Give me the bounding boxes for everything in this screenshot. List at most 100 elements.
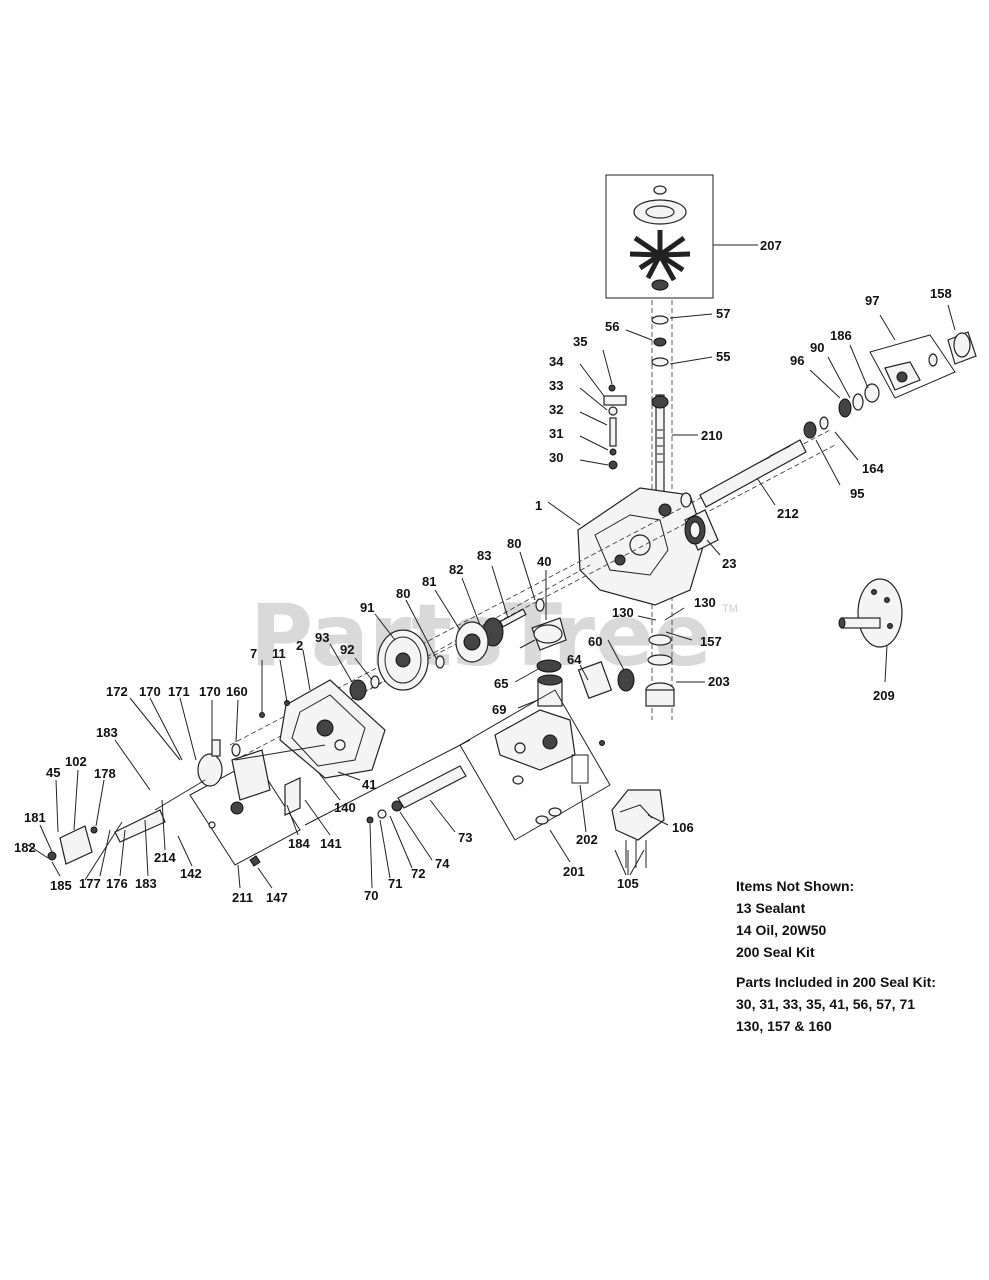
label-130-right: 130 <box>694 595 716 610</box>
label-95: 95 <box>850 486 864 501</box>
label-160: 160 <box>226 684 248 699</box>
label-64: 64 <box>567 652 582 667</box>
label-33: 33 <box>549 378 563 393</box>
watermark-trademark: TM <box>722 603 738 615</box>
label-212: 212 <box>777 506 799 521</box>
label-96: 96 <box>790 353 804 368</box>
seal-kit-heading: Parts Included in 200 Seal Kit: <box>736 974 936 990</box>
label-176: 176 <box>106 876 128 891</box>
label-214: 214 <box>154 850 176 865</box>
label-97: 97 <box>865 293 879 308</box>
label-31: 31 <box>549 426 563 441</box>
bearing-23[interactable] <box>684 509 719 551</box>
label-105: 105 <box>617 876 639 891</box>
label-185: 185 <box>50 878 72 893</box>
part-labels: 207 57 56 55 35 34 33 32 31 30 210 97 15… <box>14 238 952 905</box>
label-183-bottom: 183 <box>135 876 157 891</box>
label-203: 203 <box>708 674 730 689</box>
items-not-shown-heading: Items Not Shown: <box>736 878 855 894</box>
label-201: 201 <box>563 864 585 879</box>
label-71: 71 <box>388 876 402 891</box>
check-valve-stack[interactable] <box>603 384 627 470</box>
label-202: 202 <box>576 832 598 847</box>
label-184: 184 <box>288 836 310 851</box>
label-80-mid: 80 <box>396 586 410 601</box>
label-82: 82 <box>449 562 463 577</box>
label-80-top: 80 <box>507 536 521 551</box>
fan-pulley-assembly[interactable] <box>605 174 714 299</box>
label-72: 72 <box>411 866 425 881</box>
label-65: 65 <box>494 676 508 691</box>
label-207: 207 <box>760 238 782 253</box>
label-172: 172 <box>106 684 128 699</box>
label-23: 23 <box>722 556 736 571</box>
label-81: 81 <box>422 574 436 589</box>
label-69: 69 <box>492 702 506 717</box>
control-linkage[interactable] <box>47 739 326 881</box>
label-158: 158 <box>930 286 952 301</box>
label-1: 1 <box>535 498 542 513</box>
differential-assembly[interactable] <box>519 617 635 707</box>
label-70: 70 <box>364 888 378 903</box>
label-102: 102 <box>65 754 87 769</box>
gear-train[interactable] <box>349 564 591 701</box>
label-209: 209 <box>873 688 895 703</box>
not-shown-item-200: 200 Seal Kit <box>736 944 815 960</box>
label-211: 211 <box>232 890 253 905</box>
label-35: 35 <box>573 334 587 349</box>
label-106: 106 <box>672 820 694 835</box>
label-74: 74 <box>435 856 450 871</box>
label-182: 182 <box>14 840 36 855</box>
label-11: 11 <box>272 646 286 661</box>
label-177: 177 <box>79 876 101 891</box>
label-73: 73 <box>458 830 472 845</box>
label-57: 57 <box>716 306 730 321</box>
label-157: 157 <box>700 634 722 649</box>
label-142: 142 <box>180 866 202 881</box>
leader-lines <box>27 244 956 889</box>
not-shown-item-13: 13 Sealant <box>736 900 806 916</box>
center-section[interactable] <box>459 689 611 841</box>
label-170-right: 170 <box>199 684 221 699</box>
label-56: 56 <box>605 319 619 334</box>
label-147: 147 <box>266 890 288 905</box>
notes-spacer <box>736 963 976 971</box>
label-93: 93 <box>315 630 329 645</box>
label-183-top: 183 <box>96 725 118 740</box>
label-140: 140 <box>334 800 356 815</box>
label-83: 83 <box>477 548 491 563</box>
seal-kit-list-line-2: 130, 157 & 160 <box>736 1018 832 1034</box>
seal-kit-list-line-1: 30, 31, 33, 35, 41, 56, 57, 71 <box>736 996 916 1012</box>
cover-106[interactable] <box>611 789 665 868</box>
label-171: 171 <box>168 684 190 699</box>
side-cover[interactable] <box>259 679 386 779</box>
input-shaft[interactable] <box>645 300 675 720</box>
label-40: 40 <box>537 554 551 569</box>
wheel-hub-209[interactable] <box>838 578 903 648</box>
label-141: 141 <box>320 836 342 851</box>
label-41: 41 <box>362 777 376 792</box>
label-32: 32 <box>549 402 563 417</box>
notes-panel: Items Not Shown: 13 Sealant 14 Oil, 20W5… <box>736 875 976 1037</box>
axle-hub-group[interactable] <box>838 331 977 418</box>
label-210: 210 <box>701 428 723 443</box>
label-91: 91 <box>360 600 374 615</box>
label-92: 92 <box>340 642 354 657</box>
label-186: 186 <box>830 328 852 343</box>
label-7: 7 <box>250 646 257 661</box>
label-90: 90 <box>810 340 824 355</box>
label-178: 178 <box>94 766 116 781</box>
label-130-left: 130 <box>612 605 634 620</box>
label-34: 34 <box>549 354 564 369</box>
label-170-left: 170 <box>139 684 161 699</box>
label-60: 60 <box>588 634 602 649</box>
label-55: 55 <box>716 349 730 364</box>
label-30: 30 <box>549 450 563 465</box>
label-181: 181 <box>24 810 46 825</box>
not-shown-item-14: 14 Oil, 20W50 <box>736 922 827 938</box>
charge-pump-shaft[interactable] <box>304 739 471 826</box>
label-2: 2 <box>296 638 303 653</box>
label-45: 45 <box>46 765 60 780</box>
label-164: 164 <box>862 461 884 476</box>
